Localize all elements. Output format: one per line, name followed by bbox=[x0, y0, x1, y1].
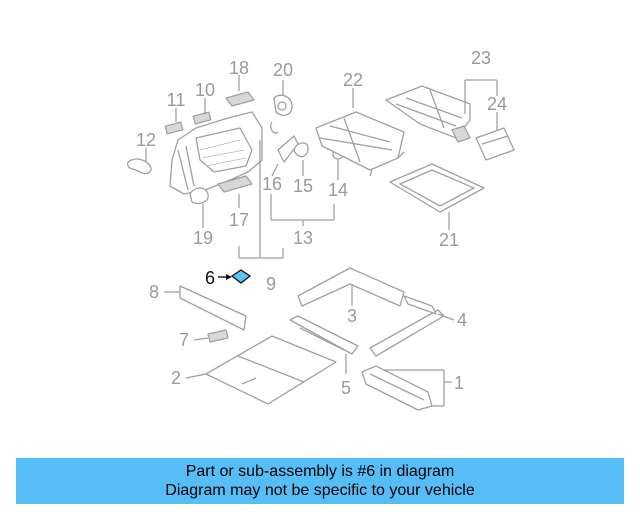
part-15-bezel[interactable] bbox=[293, 142, 309, 158]
part-11-clip[interactable] bbox=[164, 121, 184, 135]
callout-20: 20 bbox=[273, 60, 293, 80]
callout-17: 17 bbox=[229, 210, 249, 230]
callout-12: 12 bbox=[136, 130, 156, 150]
callout-1: 1 bbox=[454, 373, 464, 393]
part-23-rail[interactable] bbox=[475, 127, 515, 161]
callout-4: 4 bbox=[457, 310, 467, 330]
callout-14: 14 bbox=[328, 180, 348, 200]
part-19-cap[interactable] bbox=[189, 187, 209, 205]
callout-5: 5 bbox=[341, 378, 351, 398]
callout-18: 18 bbox=[229, 58, 249, 78]
part-20-light[interactable] bbox=[270, 94, 293, 134]
part-1-garnish[interactable] bbox=[361, 365, 433, 411]
part-12-hook[interactable] bbox=[127, 158, 152, 175]
part-2-floor-board[interactable] bbox=[205, 335, 337, 405]
callout-21: 21 bbox=[439, 230, 459, 250]
part-4-sill-plate[interactable] bbox=[369, 295, 445, 357]
part-18-bracket[interactable] bbox=[225, 91, 255, 107]
part-10-clip[interactable] bbox=[192, 111, 212, 125]
callout-9: 9 bbox=[266, 274, 276, 294]
part-6-highlighted[interactable] bbox=[230, 269, 252, 284]
callout-15: 15 bbox=[293, 176, 313, 196]
leader-lines bbox=[145, 75, 498, 407]
callout-2: 2 bbox=[171, 368, 181, 388]
callout-labels: 18 20 22 23 24 10 11 12 16 15 14 17 19 1… bbox=[136, 48, 507, 398]
callout-23: 23 bbox=[471, 48, 491, 68]
part-22-cargo-net[interactable] bbox=[315, 111, 405, 177]
callout-6: 6 bbox=[205, 268, 215, 288]
callout-22: 22 bbox=[343, 70, 363, 90]
part-5-trim-bracket[interactable] bbox=[289, 315, 359, 355]
callout-24: 24 bbox=[487, 94, 507, 114]
caption-line-2: Diagram may not be specific to your vehi… bbox=[165, 482, 475, 499]
part-8-brace[interactable] bbox=[179, 285, 247, 331]
part-7-clip[interactable] bbox=[207, 329, 229, 343]
part-17-plate[interactable] bbox=[217, 175, 253, 193]
caption-line-1: Part or sub-assembly is #6 in diagram bbox=[185, 463, 455, 480]
callout-7: 7 bbox=[179, 330, 189, 350]
callout-19: 19 bbox=[193, 228, 213, 248]
part-21-cargo-tray[interactable] bbox=[389, 163, 485, 213]
callout-13: 13 bbox=[293, 228, 313, 248]
callout-16: 16 bbox=[262, 174, 282, 194]
callout-10: 10 bbox=[195, 80, 215, 100]
part-24-tonneau-cover[interactable] bbox=[385, 85, 471, 143]
callout-8: 8 bbox=[149, 282, 159, 302]
part-quarter-trim-panel[interactable] bbox=[169, 111, 263, 195]
part-3-sill-trim[interactable] bbox=[297, 267, 405, 307]
callout-3: 3 bbox=[347, 306, 357, 326]
callout-11: 11 bbox=[167, 90, 186, 110]
caption-banner: Part or sub-assembly is #6 in diagram Di… bbox=[16, 458, 624, 504]
